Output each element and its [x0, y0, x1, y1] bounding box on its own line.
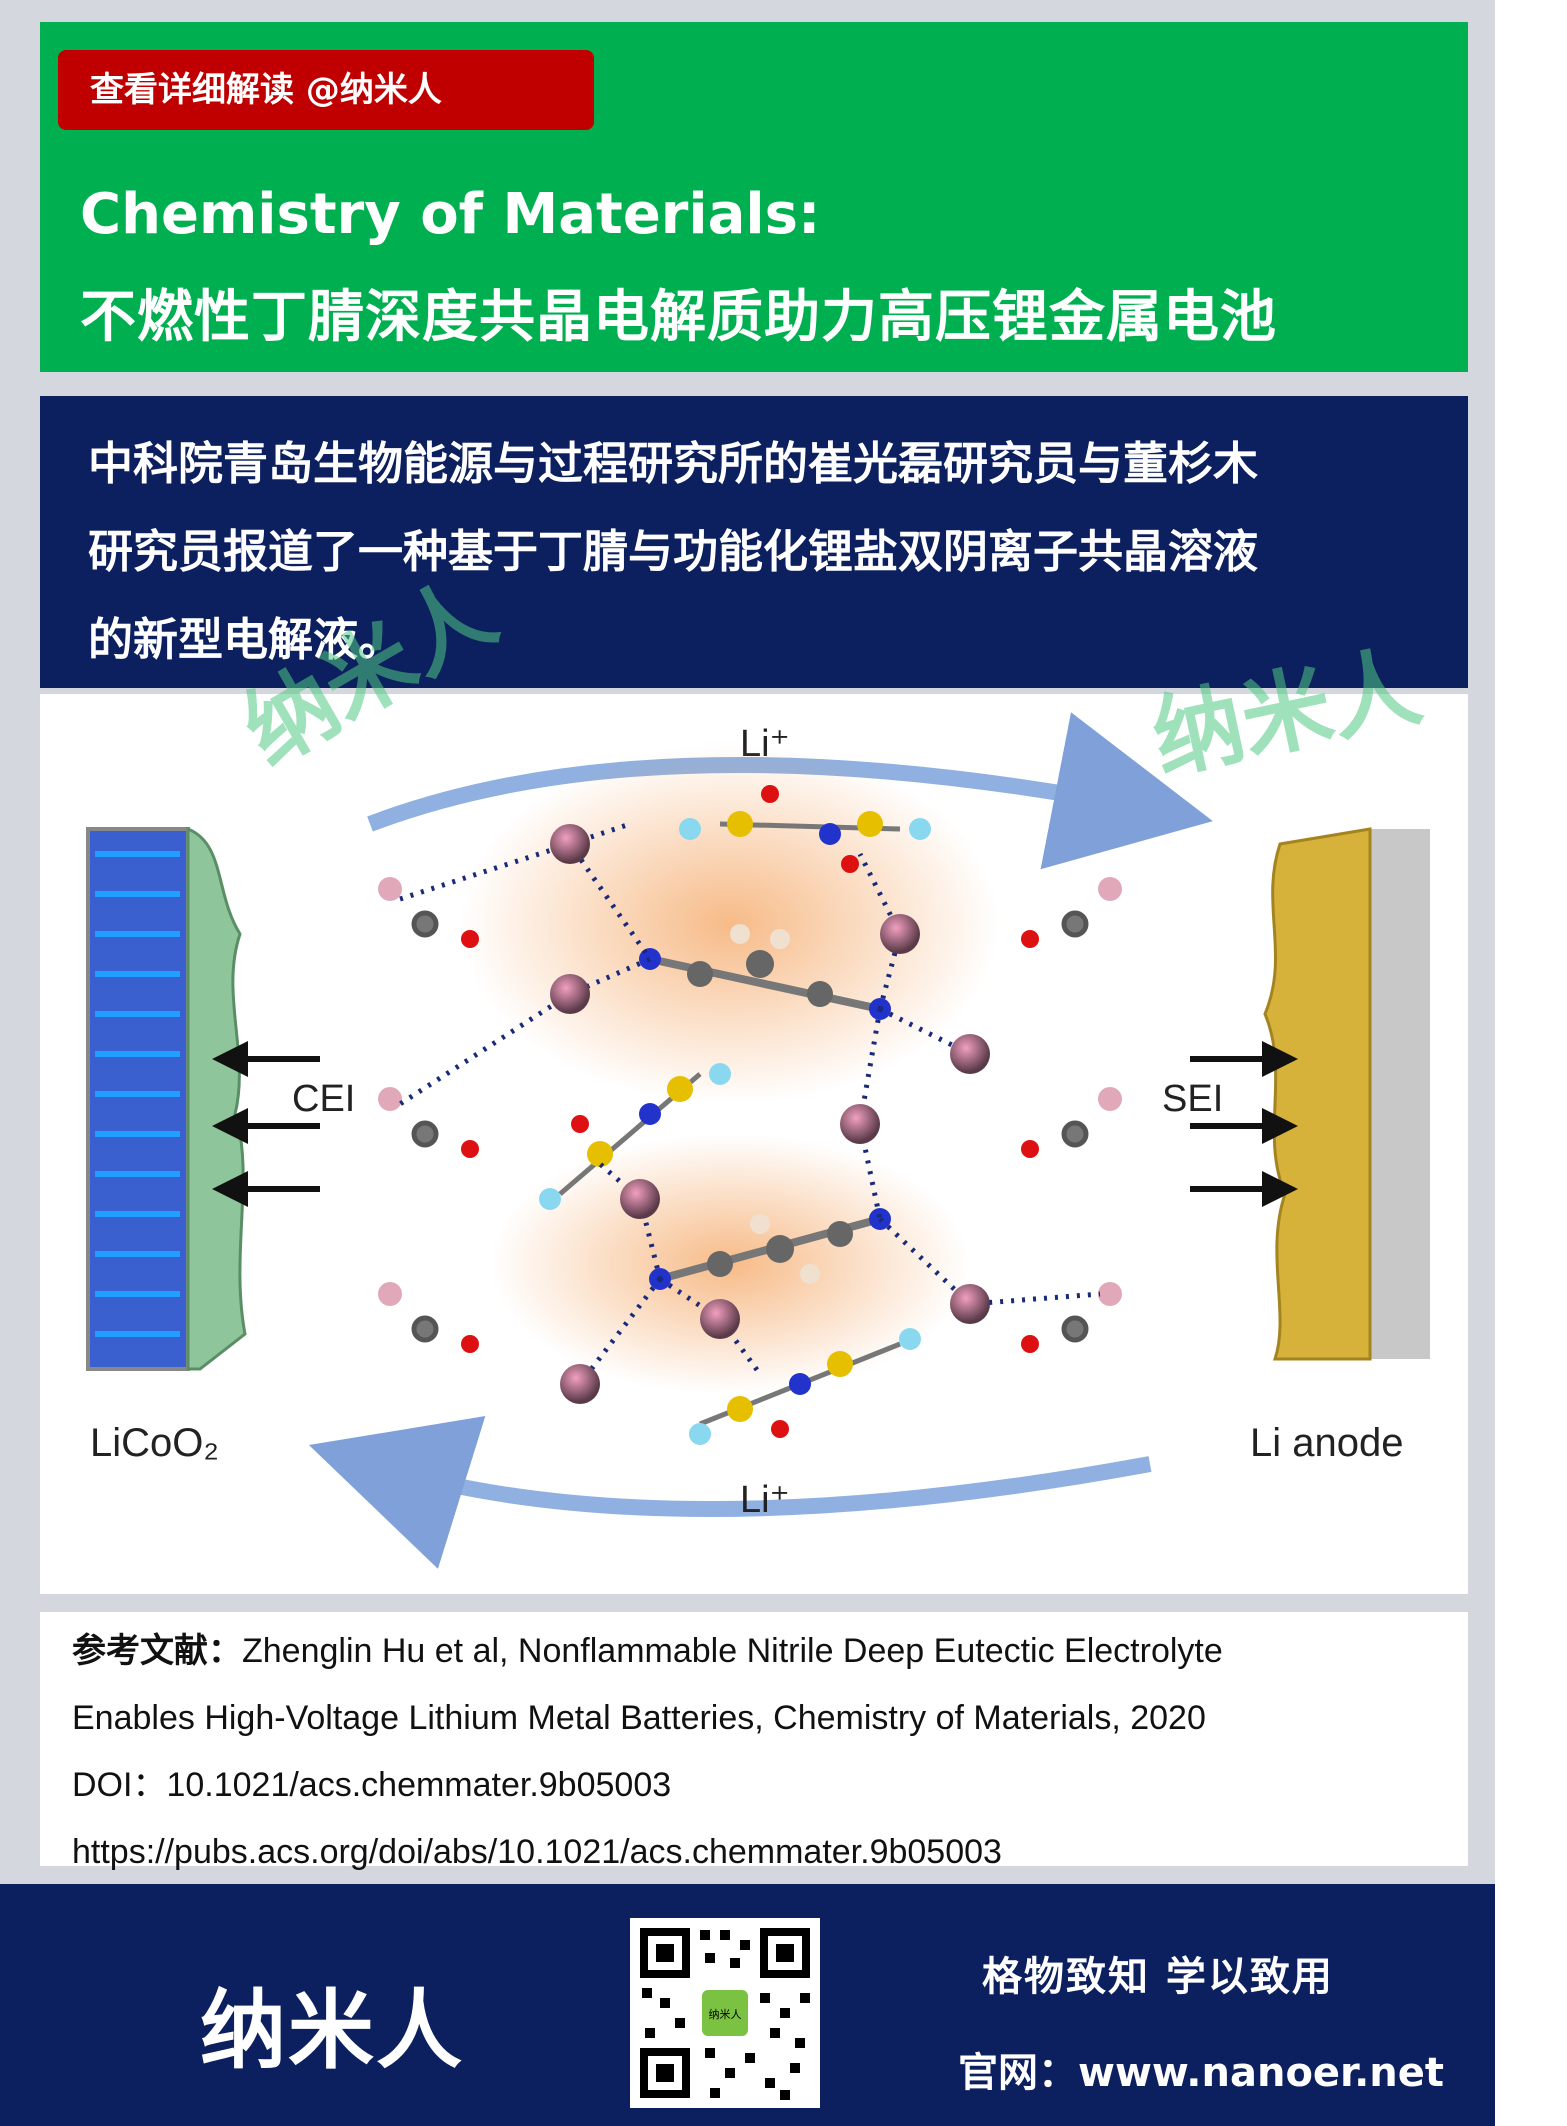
read-more-tag[interactable]: 查看详细解读 @纳米人 [58, 50, 594, 130]
tfsi-anion-middle [539, 1063, 731, 1210]
electrolyte-figure: Li⁺ Li⁺ LiCoO₂ Li anode CEI SEI [86, 712, 1430, 1569]
bottom-li-arrow [308, 1416, 1152, 1569]
website-url[interactable]: www.nanoer.net [1078, 2050, 1444, 2096]
brand-name: 纳米人 [200, 1981, 464, 2081]
reference-citation-1: Zhenglin Hu et al, Nonflammable Nitrile … [242, 1632, 1223, 1670]
li-atom [620, 1179, 660, 1219]
cei-arrows [212, 1041, 320, 1207]
li-anode [1263, 827, 1430, 1361]
website-label: 官网： [958, 2050, 1078, 2096]
li-atom [880, 914, 920, 954]
bottom-li-label: Li⁺ [740, 1479, 790, 1521]
qr-center-label: 纳米人 [709, 2008, 742, 2021]
li-atom [700, 1299, 740, 1339]
reference-doi-line: DOI：10.1021/acs.chemmater.9b05003 [72, 1752, 1452, 1819]
reference-prefix: 参考文献： [72, 1632, 242, 1670]
reference-text: 参考文献：Zhenglin Hu et al, Nonflammable Nit… [72, 1618, 1452, 1886]
tfsi-anion-top [679, 785, 931, 873]
journal-title: Chemistry of Materials: [80, 182, 821, 247]
summary-text: 中科院青岛生物能源与过程研究所的崔光磊研究员与董杉木 研究员报道了一种基于丁腈与… [88, 420, 1448, 684]
tfsi-anion-bottom [689, 1328, 921, 1445]
solvation-cloud-1 [460, 744, 1000, 1104]
li-atom [560, 1364, 600, 1404]
licoo2-cathode [86, 826, 247, 1371]
summary-line-2: 研究员报道了一种基于丁腈与功能化锂盐双阴离子共晶溶液 [88, 525, 1259, 578]
li-atoms [550, 824, 990, 1404]
li-atom [950, 1034, 990, 1074]
qr-pattern: 纳米人 [640, 1928, 810, 2100]
summary-line-3: 的新型电解液。 [88, 613, 404, 666]
li-atom [950, 1284, 990, 1324]
reference-panel [40, 1612, 1468, 1866]
doi-label: DOI： [72, 1766, 167, 1804]
anode-label: Li anode [1250, 1421, 1403, 1465]
borate-salts [378, 877, 1122, 1353]
cathode-label: LiCoO₂ [90, 1421, 219, 1465]
website[interactable]: 官网：www.nanoer.net [958, 2040, 1444, 2098]
nitrile-molecule-2 [649, 1208, 891, 1290]
li-atom [840, 1104, 880, 1144]
reference-citation-2: Enables High-Voltage Lithium Metal Batte… [72, 1699, 1206, 1737]
reference-url[interactable]: https://pubs.acs.org/doi/abs/10.1021/acs… [72, 1833, 1002, 1871]
summary-line-1: 中科院青岛生物能源与过程研究所的崔光磊研究员与董杉木 [88, 437, 1259, 490]
li-atom [550, 974, 590, 1014]
summary-panel [40, 396, 1468, 688]
doi-value[interactable]: 10.1021/acs.chemmater.9b05003 [166, 1766, 672, 1804]
article-title: 不燃性丁腈深度共晶电解质助力高压锂金属电池 [80, 285, 1277, 350]
sei-label: SEI [1162, 1078, 1223, 1120]
qr-code[interactable]: 纳米人 [630, 1918, 820, 2108]
reference-line-1: 参考文献：Zhenglin Hu et al, Nonflammable Nit… [72, 1618, 1452, 1685]
sei-arrows [1190, 1041, 1298, 1207]
cei-label: CEI [292, 1078, 355, 1120]
li-atom [550, 824, 590, 864]
right-margin [1495, 0, 1567, 2126]
motto: 格物致知 学以致用 [982, 1954, 1334, 2000]
